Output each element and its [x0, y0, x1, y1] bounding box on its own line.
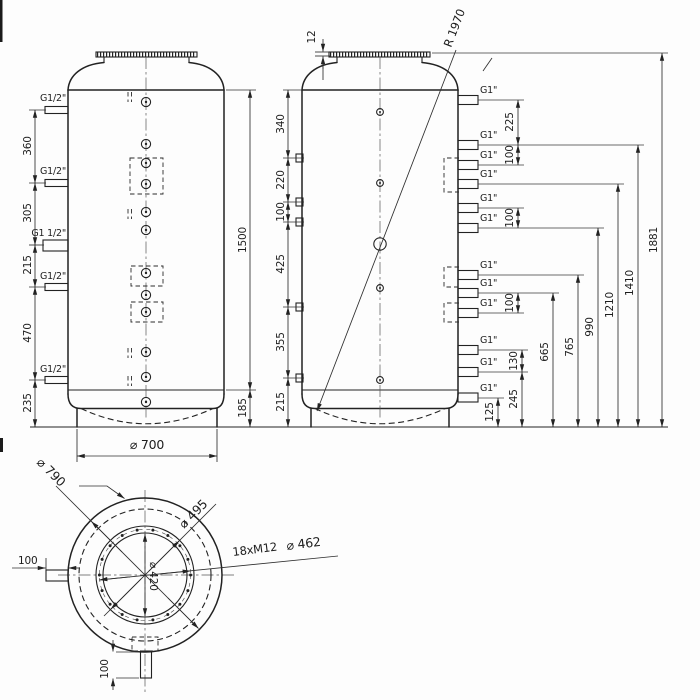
- dim-stub-100: 100: [18, 555, 37, 567]
- dim-765: 765: [564, 337, 576, 356]
- connection-label: G1/2": [40, 364, 66, 375]
- connection-label: G1/2": [40, 93, 66, 104]
- dim-stub-100: 100: [99, 659, 111, 678]
- side-view-ports: [373, 108, 387, 384]
- front-view-sensor-wells: [127, 92, 164, 386]
- dim-100: 100: [275, 202, 287, 221]
- side-view-height-dims: [550, 52, 665, 428]
- dim-d462: ⌀ 462: [286, 534, 322, 553]
- bottom-view-left-stub-dim: [12, 558, 80, 571]
- nozzle-label-g1: G1": [480, 213, 497, 224]
- front-view-left-dim-labels: 360 305 215 470 235: [22, 136, 34, 412]
- dim-470: 470: [22, 323, 34, 342]
- side-view-small-dims: [495, 99, 525, 428]
- nozzle-label-g1: G1": [480, 357, 497, 368]
- nozzle-label-g1: G1": [480, 278, 497, 289]
- side-view-height-dim-labels: 665 765 990 1210 1410 1881: [539, 227, 660, 362]
- dim-360: 360: [22, 136, 34, 155]
- dim-diameter-700: ⌀ 700: [130, 437, 165, 452]
- dim-220: 220: [275, 170, 287, 189]
- dim-355: 355: [275, 332, 287, 351]
- connection-label: G1/2": [40, 271, 66, 282]
- scan-artifacts: [0, 0, 3, 452]
- bottom-view-nozzle-stubs: [45, 569, 159, 679]
- side-view-left-dim-chain: [283, 89, 304, 428]
- dim-225: 225: [504, 112, 516, 131]
- dim-1210: 1210: [604, 292, 616, 318]
- dim-425: 425: [275, 254, 287, 273]
- front-view-height-dims: [226, 89, 256, 428]
- dim-990: 990: [584, 317, 596, 336]
- nozzle-label-g1: G1": [480, 130, 497, 141]
- front-view-connection-labels: G1/2" G1/2" G1 1/2" G1/2" G1/2": [31, 93, 66, 375]
- front-view-diameter-dim: [76, 429, 218, 462]
- dim-100: 100: [504, 208, 516, 227]
- front-view-ports: [140, 96, 152, 408]
- side-view-sensor-wells: [443, 157, 459, 323]
- side-view-nozzle-stubs: [457, 94, 479, 403]
- side-view-flange-thickness-dim: [315, 39, 331, 80]
- connection-label: G1/2": [40, 166, 66, 177]
- dim-100: 100: [504, 293, 516, 312]
- dim-235: 235: [22, 393, 34, 412]
- nozzle-label-g1: G1": [480, 85, 497, 96]
- dim-r1970: R 1970: [441, 7, 468, 49]
- bottom-view-d790-dim: [55, 485, 199, 629]
- front-view-tank-outline: [67, 51, 225, 428]
- connection-label: G1 1/2": [31, 228, 66, 239]
- side-view-left-dim-labels: 340 220 100 425 355 215: [275, 114, 287, 411]
- nozzle-label-g1: G1": [480, 298, 497, 309]
- bottom-view-d495-dim: [103, 503, 217, 617]
- dim-1500: 1500: [237, 227, 249, 253]
- dim-245: 245: [508, 389, 520, 408]
- dim-d790: ⌀ 790: [34, 455, 69, 490]
- front-view-nozzle-stubs: [42, 105, 69, 385]
- nozzle-label-g1: G1": [480, 335, 497, 346]
- bottom-view-circles: [58, 490, 234, 695]
- bottom-view-d462-dim: [98, 555, 339, 582]
- dim-100: 100: [504, 145, 516, 164]
- dim-d420: ⌀ 420: [147, 562, 159, 591]
- dim-1410: 1410: [624, 270, 636, 296]
- nozzle-label-g1: G1": [480, 260, 497, 271]
- dim-215: 215: [275, 392, 287, 411]
- dim-bolt-count: 18xM12: [232, 540, 278, 559]
- dim-1881: 1881: [648, 227, 660, 253]
- front-view-left-dim-chain: [29, 109, 46, 428]
- nozzle-label-g1: G1": [480, 383, 497, 394]
- dim-215: 215: [22, 255, 34, 274]
- side-view-small-dim-labels: 225 100 100 100 130 245 125: [484, 112, 520, 421]
- dim-665: 665: [539, 342, 551, 361]
- side-view-nozzle-labels: G1" G1" G1" G1" G1" G1" G1" G1" G1" G1" …: [480, 85, 497, 394]
- dim-305: 305: [22, 203, 34, 222]
- side-view-nozzle-leaders: [432, 52, 668, 399]
- dim-125: 125: [484, 402, 496, 421]
- dim-340: 340: [275, 114, 287, 133]
- nozzle-label-g1: G1": [480, 193, 497, 204]
- dim-185: 185: [237, 398, 249, 417]
- bottom-view-jacket-leader: [79, 485, 125, 499]
- nozzle-label-g1: G1": [480, 150, 497, 161]
- dim-12: 12: [306, 31, 318, 44]
- nozzle-label-g1: G1": [480, 169, 497, 180]
- side-view-radius-leader: [316, 49, 493, 412]
- dim-130: 130: [508, 351, 520, 370]
- bottom-view-bottom-stub-dim: [110, 640, 139, 690]
